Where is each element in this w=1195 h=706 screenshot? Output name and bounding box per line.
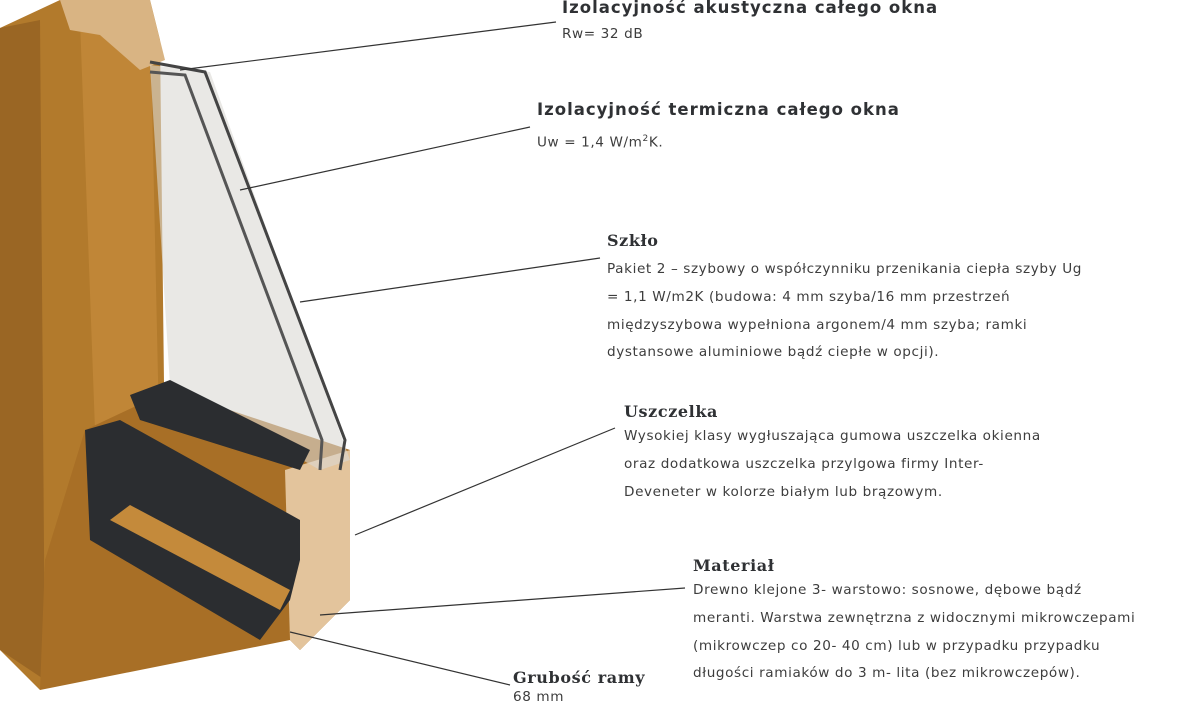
seal-line: Wysokiej klasy wygłuszająca gumowa uszcz… xyxy=(624,428,1041,444)
glass-line: międzyszybowa wypełniona argonem/4 mm sz… xyxy=(607,316,1028,333)
frame-sash-vertical xyxy=(80,10,160,470)
material-title: Materiał xyxy=(693,556,775,575)
thermal-value-prefix: Uw = 1,4 W/m xyxy=(537,134,643,151)
callout-thermal: Izolacyjność termiczna całego okna Uw = … xyxy=(537,100,900,153)
leader-glass xyxy=(299,257,601,303)
glass-line: = 1,1 W/m2K (budowa: 4 mm szyba/16 mm pr… xyxy=(607,288,1011,305)
seal-line: oraz dodatkowa uszczelka przylgowa firmy… xyxy=(624,455,984,472)
material-line: meranti. Warstwa zewnętrzna z widocznymi… xyxy=(693,609,1136,626)
rubber-seal-upper xyxy=(130,380,310,470)
acoustic-title: Izolacyjność akustyczna całego okna xyxy=(562,0,939,17)
glass-edge-inner xyxy=(149,70,324,471)
frame-value: 68 mm xyxy=(513,689,565,705)
leader-frame xyxy=(289,631,511,686)
glass-edge-outer xyxy=(149,60,347,471)
seal-title: Uszczelka xyxy=(624,402,718,421)
thermal-value-sup: 2 xyxy=(642,134,649,144)
thermal-value-suffix: K. xyxy=(648,134,664,151)
frame-mid-strip xyxy=(110,505,290,610)
acoustic-value: Rw= 32 dB xyxy=(562,26,644,42)
frame-top-cut xyxy=(60,0,165,70)
glass-title: Szkło xyxy=(607,231,659,250)
glass-line: Pakiet 2 – szybowy o współczynniku przen… xyxy=(607,261,1082,277)
leader-material xyxy=(319,587,686,616)
callout-frame: Grubość ramy 68 mm xyxy=(513,668,645,706)
callout-material: Materiał Drewno klejone 3- warstowo: sos… xyxy=(693,556,1135,688)
leader-seal xyxy=(354,427,616,536)
glass-description: Pakiet 2 – szybowy o współczynniku przen… xyxy=(607,256,1082,367)
leader-thermal xyxy=(239,126,531,191)
callout-glass: Szkło Pakiet 2 – szybowy o współczynniku… xyxy=(607,231,1082,367)
material-line: (mikrowczep co 20- 40 cm) lub w przypadk… xyxy=(693,637,1101,654)
leader-lines xyxy=(179,21,686,686)
leader-acoustic xyxy=(179,21,557,71)
callout-seal: Uszczelka Wysokiej klasy wygłuszająca gu… xyxy=(624,402,1041,506)
frame-bottom-cut xyxy=(285,450,350,650)
glass-line: dystansowe aluminiowe bądź ciepłe w opcj… xyxy=(607,344,940,361)
seal-description: Wysokiej klasy wygłuszająca gumowa uszcz… xyxy=(624,423,1041,506)
material-description: Drewno klejone 3- warstowo: sosnowe, dęb… xyxy=(693,577,1135,688)
callout-acoustic: Izolacyjność akustyczna całego okna Rw= … xyxy=(562,0,938,44)
glass-pane xyxy=(150,65,350,470)
thermal-value: Uw = 1,4 W/m2K. xyxy=(537,129,900,153)
frame-title: Grubość ramy xyxy=(513,668,646,687)
material-line: długości ramiaków do 3 m- lita (bez mikr… xyxy=(693,665,1081,682)
seal-line: Deveneter w kolorze białym lub brązowym. xyxy=(624,483,943,500)
material-line: Drewno klejone 3- warstowo: sosnowe, dęb… xyxy=(693,582,1082,598)
thermal-title: Izolacyjność termiczna całego okna xyxy=(537,100,900,119)
frame-vertical-shade xyxy=(0,20,45,680)
